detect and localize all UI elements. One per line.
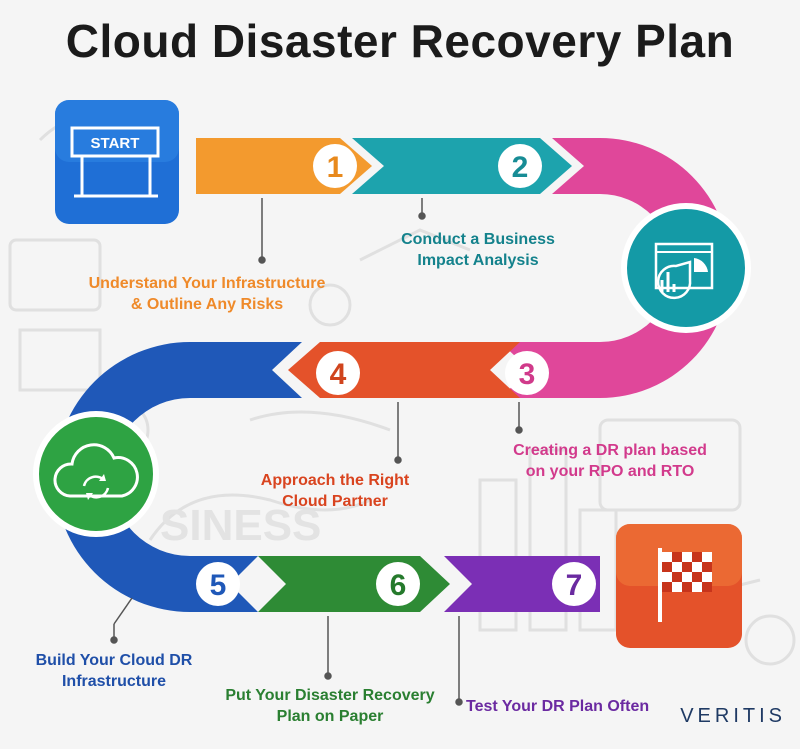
- step-6-label: Put Your Disaster Recovery Plan on Paper: [225, 687, 435, 725]
- step-1-badge: [313, 144, 357, 188]
- step-5-label: Build Your Cloud DR Infrastructure: [35, 652, 193, 690]
- checkered-flag-icon: [616, 524, 742, 648]
- step-3-badge: [505, 351, 549, 395]
- step-2-number: 2: [512, 151, 529, 184]
- page-title: Cloud Disaster Recovery Plan: [65, 15, 735, 67]
- step-5-number: 5: [210, 569, 227, 602]
- step-3-number: 3: [519, 358, 536, 391]
- brand-logo: VERITIS: [680, 705, 786, 727]
- step-5-arrow: [55, 342, 302, 612]
- step-2-label: Conduct a Business Impact Analysis: [401, 231, 555, 269]
- step-2-badge: [498, 144, 542, 188]
- step-4-number: 4: [330, 358, 347, 391]
- step-7-number: 7: [566, 569, 583, 602]
- step-1-label: Understand Your Infrastructure & Outline…: [88, 275, 326, 313]
- step-4-label: Approach the Right Cloud Partner: [260, 472, 410, 510]
- step-3-arrow: [500, 138, 730, 398]
- step-5-badge: [196, 562, 240, 606]
- step-7-badge: [552, 562, 596, 606]
- step-6-badge: [376, 562, 420, 606]
- step-6-arrow: [258, 556, 450, 612]
- step-7-label: Test Your DR Plan Often: [466, 698, 650, 715]
- start-label: START: [91, 135, 140, 152]
- svg-text:SINESS: SINESS: [160, 501, 321, 550]
- cloud-sync-icon: [33, 411, 159, 537]
- step-3-label: Creating a DR plan based on your RPO and…: [513, 442, 707, 480]
- start-sign-icon: START: [55, 100, 179, 224]
- step-1-number: 1: [327, 151, 344, 184]
- step-6-number: 6: [390, 569, 407, 602]
- analytics-chart-icon: [621, 203, 751, 333]
- step-4-badge: [316, 351, 360, 395]
